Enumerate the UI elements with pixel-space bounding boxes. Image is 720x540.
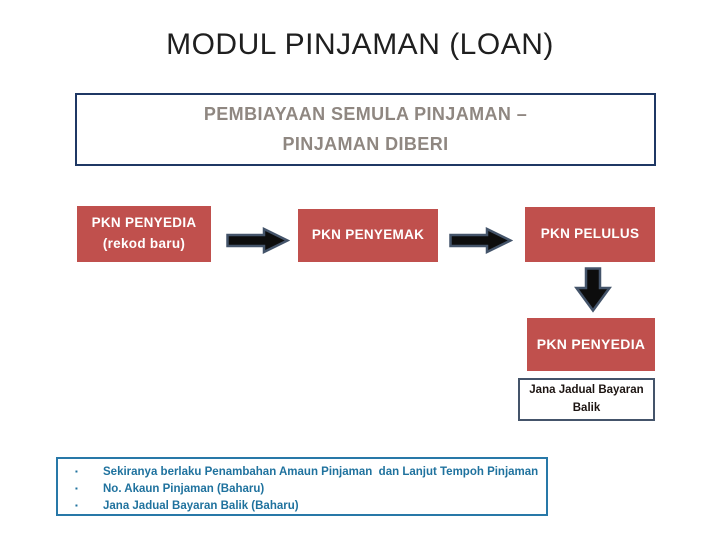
header-line-2: PINJAMAN DIBERI (282, 134, 449, 154)
header-line-1: PEMBIAYAAN SEMULA PINJAMAN – (203, 104, 528, 124)
header-box: PEMBIAYAAN SEMULA PINJAMAN – PINJAMAN DI… (75, 93, 656, 166)
down-arrow-icon (574, 267, 612, 313)
flow-step-pkn-penyemak: PKN PENYEMAK (298, 209, 438, 262)
bullet-icon: ▪ (75, 501, 78, 510)
note-text: Sekiranya berlaku Penambahan Amaun Pinja… (103, 465, 539, 478)
flow-step-pkn-pelulus: PKN PELULUS (525, 207, 655, 262)
note-item: ▪ No. Akaun Pinjaman (Baharu) (58, 480, 546, 497)
bullet-icon: ▪ (75, 484, 78, 493)
flow-step-label: PKN PENYEDIA (536, 335, 646, 352)
right-arrow-icon (449, 226, 514, 255)
slide-title: MODUL PINJAMAN (LOAN) (166, 28, 554, 61)
flow-step-sublabel: (rekod baru) (102, 236, 186, 251)
note-text: No. Akaun Pinjaman (Baharu) (103, 482, 265, 495)
flow-step-label: PKN PENYEMAK (311, 227, 425, 243)
flow-step-label: PKN PELULUS (540, 226, 640, 242)
result-box-jana-jadual: Jana Jadual Bayaran Balik (518, 378, 655, 421)
right-arrow-icon (226, 226, 291, 255)
notes-box: ▪ Sekiranya berlaku Penambahan Amaun Pin… (56, 457, 548, 516)
flow-step-label: PKN PENYEDIA (91, 215, 197, 231)
bullet-icon: ▪ (75, 467, 78, 476)
result-label: Jana Jadual Bayaran Balik (529, 384, 644, 414)
note-item: ▪ Sekiranya berlaku Penambahan Amaun Pin… (58, 463, 546, 480)
flow-step-pkn-penyedia: PKN PENYEDIA (527, 318, 655, 371)
note-text: Jana Jadual Bayaran Balik (Baharu) (103, 499, 299, 512)
flow-step-pkn-penyedia-rekod-baru: PKN PENYEDIA (rekod baru) (77, 206, 211, 262)
note-item: ▪ Jana Jadual Bayaran Balik (Baharu) (58, 497, 546, 514)
